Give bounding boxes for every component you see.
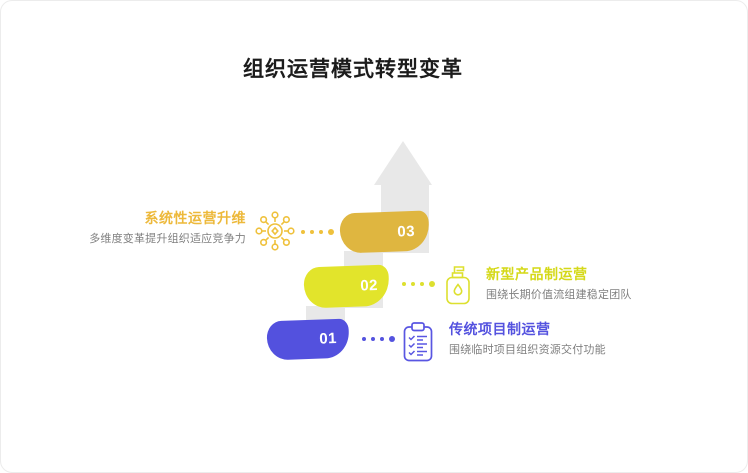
step-number-03: 03 [397,222,416,241]
page-title: 组织运营模式转型变革 [243,58,463,81]
step-03-title: 系统性运营升维 [144,210,246,226]
step-pill-03: 03 [339,210,430,254]
connector-dots-blue [362,336,395,342]
pump-bottle-icon [443,264,475,311]
clipboard-checklist-icon [401,321,435,368]
step-03-subtitle: 多维度变革提升组织适应竞争力 [89,233,246,245]
step-02-label-block: 新型产品制运营 围绕长期价值流组建稳定团队 [486,265,632,302]
step-number-02: 02 [360,276,379,295]
connector-dots-green [402,281,435,287]
step-pill-01: 01 [266,318,350,361]
connector-dots-gold [301,229,334,235]
step-pill-02: 02 [303,264,390,309]
step-02-title: 新型产品制运营 [486,266,588,282]
step-03-label-block: 系统性运营升维 多维度变革提升组织适应竞争力 [89,209,246,246]
step-01-subtitle: 围绕临时项目组织资源交付功能 [449,344,606,356]
step-02-subtitle: 围绕长期价值流组建稳定团队 [486,289,632,301]
step-01-title: 传统项目制运营 [449,321,551,337]
network-hub-icon [253,209,297,258]
step-number-01: 01 [319,329,338,348]
step-01-label-block: 传统项目制运营 围绕临时项目组织资源交付功能 [449,320,606,357]
